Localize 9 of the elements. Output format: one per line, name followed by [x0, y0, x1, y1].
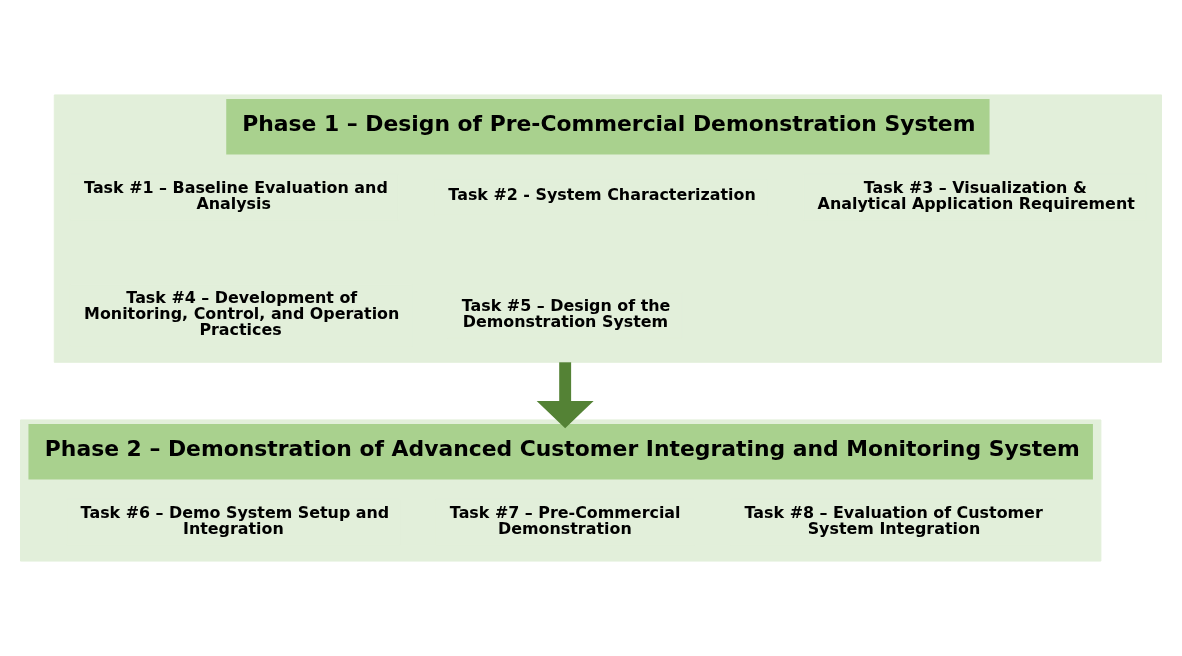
arrow [536, 362, 594, 429]
node-text: Task #4 – Development of Monitoring, Control, and Operation Practices [84, 288, 400, 340]
node-text: Task #6 – Demo System Setup and Integration [80, 503, 390, 539]
node-text: Task #1 – Baseline Evaluation and Analysis [84, 178, 388, 214]
node-text: Task #5 – Design of the Demonstration System [461, 296, 671, 332]
node-text: Task #7 – Pre-Commercial Demonstration [449, 503, 681, 539]
node-text: Task #8 – Evaluation of Customer System Integration [744, 503, 1043, 539]
node-text: Task #3 – Visualization & Analytical Application Requirement [817, 178, 1135, 214]
node-text: Task #2 - System Characterization [448, 185, 756, 205]
